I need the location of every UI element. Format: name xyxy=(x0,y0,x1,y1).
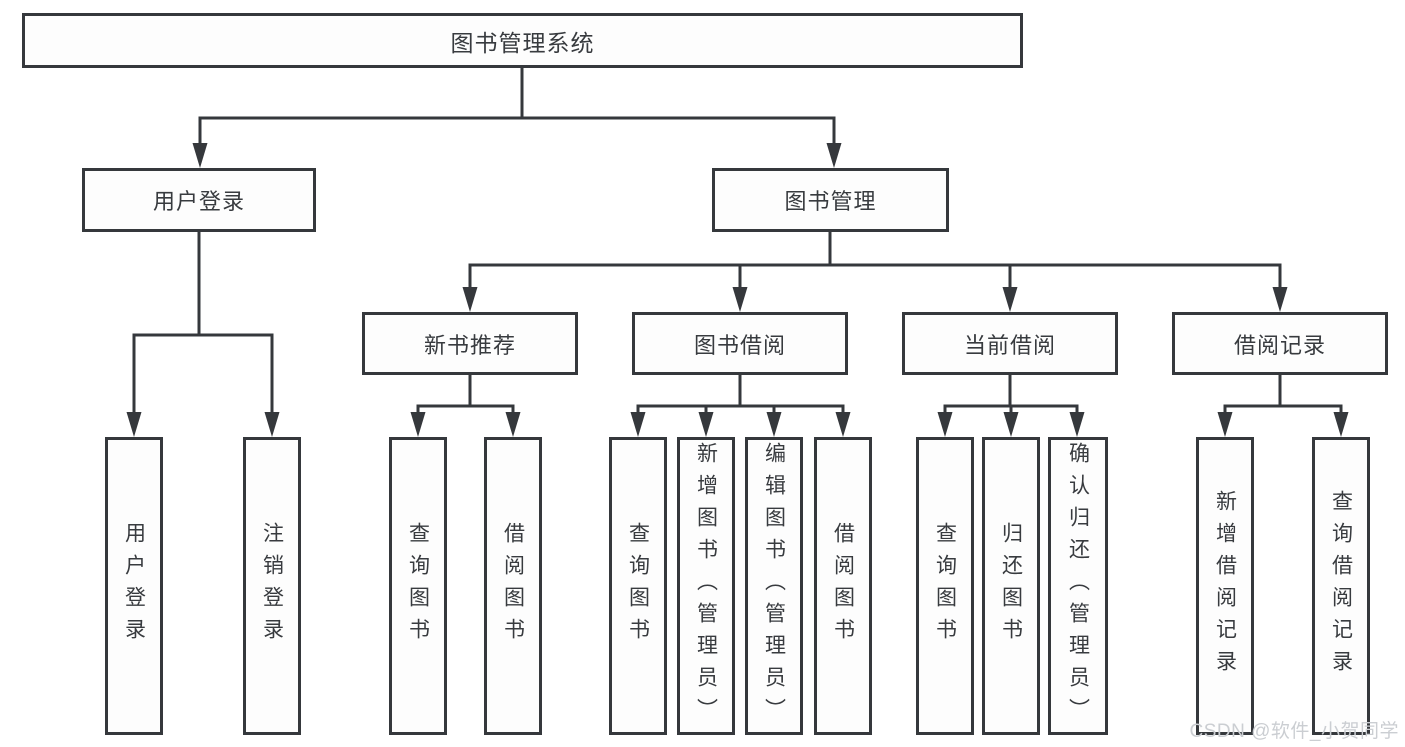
arrowhead xyxy=(630,412,646,437)
node-book-mgmt-label: 图书管理 xyxy=(784,189,877,214)
leaf-current-query: 查询图书 xyxy=(916,437,974,735)
leaf-borrow-query: 查询图书 xyxy=(609,437,667,735)
leaf-borrow-book: 借阅图书 xyxy=(814,437,872,735)
arrowhead xyxy=(1217,412,1233,437)
arrowhead xyxy=(826,143,842,168)
node-book-borrow: 图书借阅 xyxy=(632,312,848,375)
node-current-borrow-label: 当前借阅 xyxy=(963,332,1056,358)
leaf-current-confirm: 确认归还（管理员） xyxy=(1048,437,1108,735)
node-user-login: 用户登录 xyxy=(82,168,316,232)
arrowhead xyxy=(462,287,478,312)
arrowhead xyxy=(1069,412,1085,437)
arrowhead xyxy=(1272,287,1288,312)
node-borrow-records-label: 借阅记录 xyxy=(1233,332,1326,358)
node-new-book-label: 新书推荐 xyxy=(423,332,516,358)
node-current-borrow: 当前借阅 xyxy=(902,312,1118,375)
arrowhead xyxy=(1003,412,1019,437)
arrowhead xyxy=(192,143,208,168)
arrowhead xyxy=(1002,287,1018,312)
arrowhead xyxy=(126,412,142,437)
leaf-records-add: 新增借阅记录 xyxy=(1196,437,1254,735)
node-borrow-records: 借阅记录 xyxy=(1172,312,1388,375)
connector-user-login-to-leaves xyxy=(126,232,280,437)
leaf-current-return: 归还图书 xyxy=(982,437,1040,735)
node-user-login-label: 用户登录 xyxy=(152,189,245,214)
watermark: CSDN @软件_小贺同学 xyxy=(1189,721,1399,742)
node-book-borrow-label: 图书借阅 xyxy=(693,332,786,358)
arrowhead xyxy=(835,412,851,437)
arrowhead xyxy=(264,412,280,437)
connector-root-to-level2 xyxy=(192,66,842,168)
connector-book-mgmt-to-level3 xyxy=(462,232,1288,312)
arrowhead xyxy=(698,412,714,437)
arrowhead xyxy=(410,412,426,437)
connector-current-borrow-to-leaves xyxy=(937,375,1085,437)
arrowhead xyxy=(732,287,748,312)
leaf-borrow-edit: 编辑图书（管理员） xyxy=(745,437,803,735)
leaf-user-login: 用户登录 xyxy=(105,437,163,735)
node-root-label: 图书管理系统 xyxy=(450,29,595,56)
arrowhead xyxy=(505,412,521,437)
connector-new-book-to-leaves xyxy=(410,375,521,437)
node-root: 图书管理系统 xyxy=(22,13,1023,68)
leaf-logout: 注销登录 xyxy=(243,437,301,735)
connector-book-borrow-to-leaves xyxy=(630,375,851,437)
leaf-newbook-query: 查询图书 xyxy=(389,437,447,735)
node-book-mgmt: 图书管理 xyxy=(712,168,949,232)
arrowhead xyxy=(937,412,953,437)
leaf-newbook-borrow: 借阅图书 xyxy=(484,437,542,735)
leaf-records-query: 查询借阅记录 xyxy=(1312,437,1370,735)
leaf-borrow-add: 新增图书（管理员） xyxy=(677,437,735,735)
node-new-book: 新书推荐 xyxy=(362,312,578,375)
arrowhead xyxy=(1333,412,1349,437)
arrowhead xyxy=(766,412,782,437)
connector-borrow-records-to-leaves xyxy=(1217,375,1349,437)
